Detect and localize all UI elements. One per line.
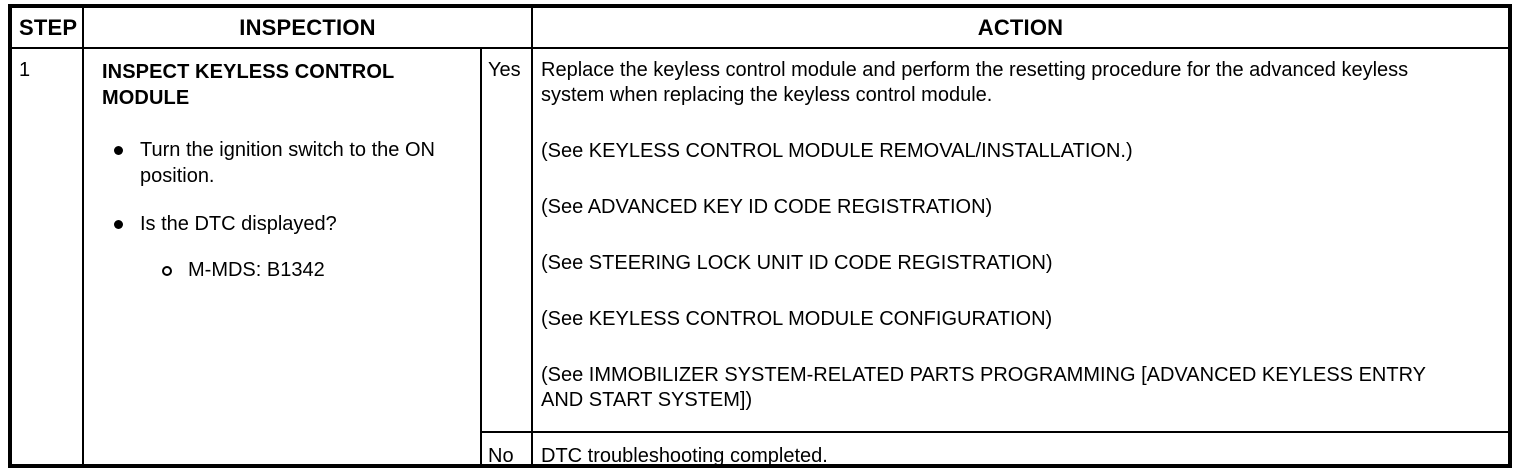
list-item-label: M-MDS: B1342: [188, 259, 325, 281]
table-header-row: STEP INSPECTION ACTION: [12, 8, 1508, 47]
header-inspection: INSPECTION: [239, 14, 376, 40]
table-grid-lines: [12, 8, 1508, 464]
cell-step-number: 1: [19, 59, 31, 81]
action-reference: (See KEYLESS CONTROL MODULE REMOVAL/INST…: [541, 140, 1133, 162]
column-divider-action: [531, 8, 533, 464]
header-step: STEP: [19, 14, 78, 40]
action-paragraph: Replace the keyless control module and p…: [541, 59, 1409, 106]
list-item: Turn the ignition switch to the ON posit…: [102, 137, 470, 189]
row-divider-yes-no: [480, 431, 1508, 433]
action-reference: (See ADVANCED KEY ID CODE REGISTRATION): [541, 196, 993, 218]
cell-judgement-no: No: [488, 445, 514, 467]
filled-bullet-icon: [114, 220, 123, 229]
row-divider-header: [12, 47, 1508, 49]
column-divider-step: [82, 8, 84, 464]
list-item: M-MDS: B1342: [140, 257, 470, 283]
action-reference: (See KEYLESS CONTROL MODULE CONFIGURATIO…: [541, 308, 1053, 330]
filled-bullet-icon: [114, 146, 123, 155]
list-item: Is the DTC displayed? M-MDS: B1342: [102, 211, 470, 283]
cell-action-no: DTC troubleshooting completed.: [533, 435, 1508, 469]
dtc-troubleshooting-table: STEP INSPECTION ACTION 1 INSPECT KEYLESS…: [8, 4, 1512, 468]
action-reference: (See IMMOBILIZER SYSTEM-RELATED PARTS PR…: [541, 364, 1426, 411]
cell-judgement-yes: Yes: [488, 59, 521, 81]
hollow-bullet-icon: [162, 266, 172, 276]
action-paragraph: DTC troubleshooting completed.: [541, 445, 828, 467]
list-item-label: Is the DTC displayed?: [140, 213, 337, 235]
list-item-label: Turn the ignition switch to the ON posit…: [140, 139, 435, 187]
column-divider-judgement: [480, 47, 482, 464]
action-reference: (See STEERING LOCK UNIT ID CODE REGISTRA…: [541, 252, 1053, 274]
inspection-title: INSPECT KEYLESS CONTROL MODULE: [102, 61, 394, 109]
cell-action-yes: Replace the keyless control module and p…: [533, 49, 1508, 413]
inspection-bullet-list: Turn the ignition switch to the ON posit…: [102, 137, 470, 283]
inspection-sub-bullet-list: M-MDS: B1342: [140, 257, 470, 283]
cell-inspection: INSPECT KEYLESS CONTROL MODULE Turn the …: [84, 49, 480, 464]
header-action: ACTION: [977, 14, 1064, 40]
